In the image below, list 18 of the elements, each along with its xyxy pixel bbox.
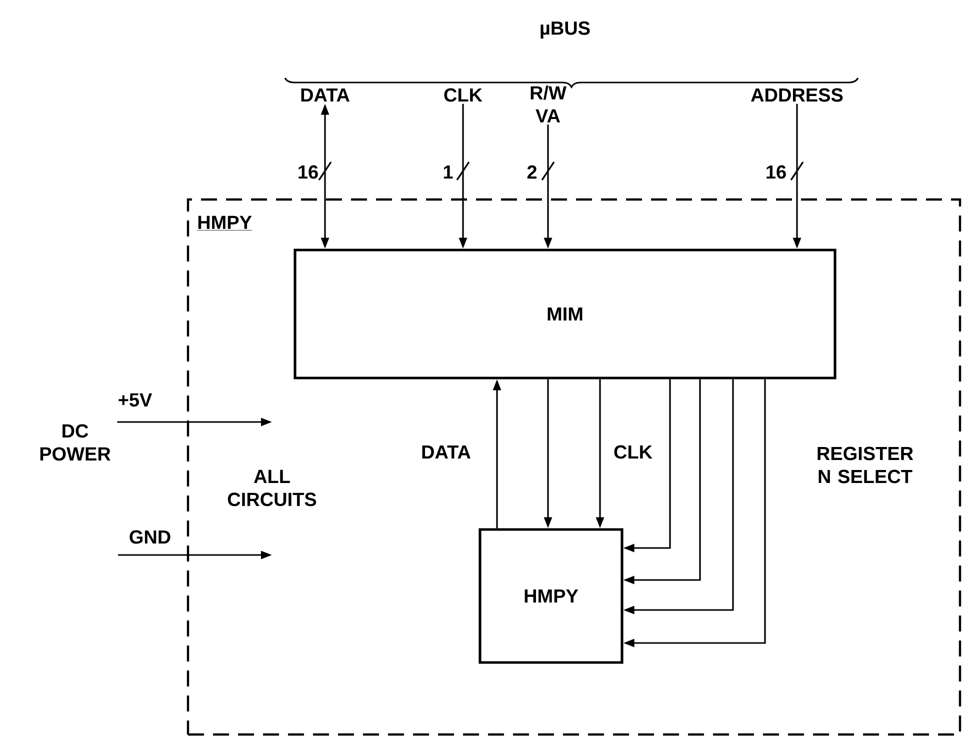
signal-label: DATA xyxy=(422,445,470,459)
bus-width-label: 1 xyxy=(444,165,453,179)
signal-name: CLK xyxy=(444,88,482,102)
signal-label: REGISTER N SELECT xyxy=(818,446,914,484)
block-box: HMPY xyxy=(478,528,624,664)
bus-name: µBUS xyxy=(540,21,590,39)
signal-label: GND xyxy=(130,530,170,544)
block-box: MIM xyxy=(294,248,836,380)
signal-name: R/W VA xyxy=(530,86,566,122)
signal-name: ALL CIRCUITS xyxy=(228,470,316,506)
signal-label: CLK xyxy=(614,445,652,459)
bus-width-label: 2 xyxy=(527,165,537,179)
signal-name: ADDRESS xyxy=(751,88,843,102)
signal-name: DC POWER xyxy=(40,424,110,461)
signal-label: +5V xyxy=(118,393,152,407)
bus-width-label: 16 xyxy=(766,165,786,179)
signal-name: DATA xyxy=(301,88,350,102)
bus-width-label: 16 xyxy=(298,165,318,179)
